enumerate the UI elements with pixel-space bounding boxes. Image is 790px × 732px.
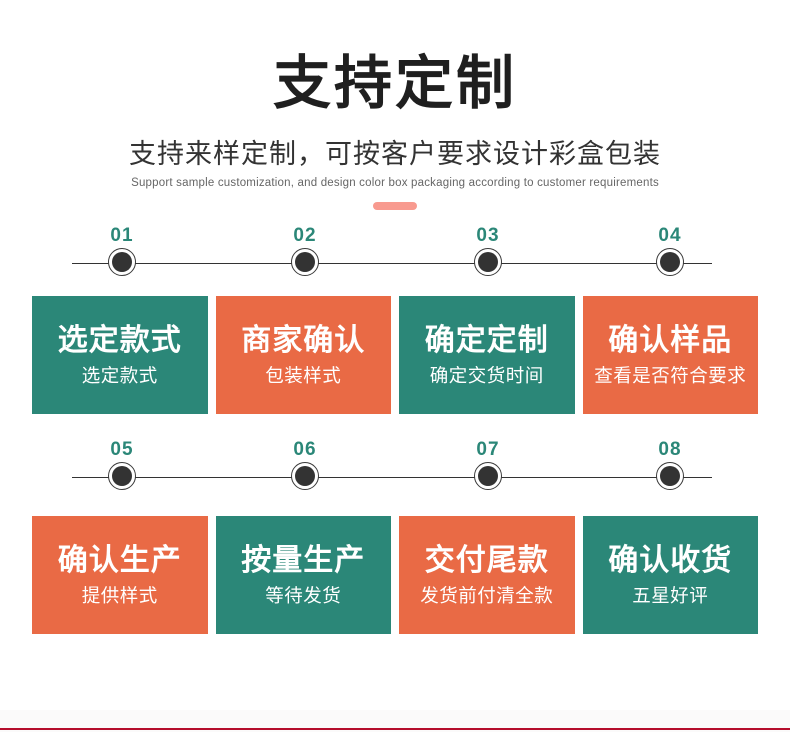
step-dot-inner [112,251,132,272]
card-subtitle: 五星好评 [632,584,709,606]
step-dot-inner [112,465,132,486]
step-dot [474,461,502,490]
step-number: 03 [476,224,500,246]
step-number: 01 [110,224,134,246]
card-title: 确认收货 [608,543,733,577]
card-step-05: 确认生产 提供样式 [32,515,208,634]
step-dot-inner [478,251,498,272]
step-dot-inner [295,465,315,486]
card-step-02: 商家确认 包装样式 [215,295,391,414]
timeline-step-08: 08 [640,438,700,490]
card-title: 确定定制 [424,323,549,357]
timeline-step-02: 02 [275,224,335,276]
step-number: 05 [110,438,134,460]
timeline-step-06: 06 [275,438,335,490]
timeline-line [72,262,712,264]
timeline-row-1: 01 02 03 04 [0,224,790,278]
step-dot [474,247,502,276]
card-row-2: 确认生产 提供样式 按量生产 等待发货 交付尾款 发货前付清全款 确认收货 五星… [0,515,790,634]
card-title: 选定款式 [57,323,182,357]
card-subtitle: 包装样式 [265,364,342,386]
card-step-01: 选定款式 选定款式 [32,295,208,414]
step-dot-inner [660,251,680,272]
timeline-step-07: 07 [458,438,518,490]
timeline-line [72,476,712,478]
card-title: 确认样品 [608,323,733,357]
step-number: 08 [658,438,682,460]
timeline-step-04: 04 [640,224,700,276]
step-dot [291,247,319,276]
divider-bar [373,201,417,210]
card-step-06: 按量生产 等待发货 [215,515,391,634]
card-step-04: 确认样品 查看是否符合要求 [582,295,758,414]
step-number: 02 [293,224,317,246]
step-dot-inner [295,251,315,272]
customization-infographic: 支持定制 支持来样定制，可按客户要求设计彩盒包装 Support sample … [0,52,790,732]
card-step-07: 交付尾款 发货前付清全款 [399,515,575,634]
page-subtitle-english: Support sample customization, and design… [131,176,659,189]
step-number: 07 [476,438,500,460]
bottom-red-line [0,728,790,730]
card-subtitle: 发货前付清全款 [420,584,554,606]
card-step-08: 确认收货 五星好评 [582,515,758,634]
card-step-03: 确定定制 确定交货时间 [399,295,575,414]
card-title: 确认生产 [57,543,182,577]
timeline-step-05: 05 [92,438,152,490]
card-subtitle: 确定交货时间 [429,364,544,386]
step-dot [656,247,684,276]
step-dot [656,461,684,490]
timeline-step-01: 01 [92,224,152,276]
step-dot [291,461,319,490]
step-number: 04 [658,224,682,246]
card-subtitle: 等待发货 [265,584,342,606]
card-title: 商家确认 [241,323,366,357]
bottom-strip [0,710,790,732]
card-title: 按量生产 [241,543,366,577]
card-subtitle: 提供样式 [81,584,158,606]
step-dot [108,247,136,276]
step-number: 06 [293,438,317,460]
timeline-row-2: 05 06 07 08 [0,438,790,492]
card-subtitle: 查看是否符合要求 [594,364,747,386]
header: 支持定制 支持来样定制，可按客户要求设计彩盒包装 Support sample … [0,52,790,210]
card-title: 交付尾款 [424,543,549,577]
step-dot [108,461,136,490]
timeline-step-03: 03 [458,224,518,276]
card-subtitle: 选定款式 [81,364,158,386]
page-subtitle: 支持来样定制，可按客户要求设计彩盒包装 [129,138,661,169]
card-row-1: 选定款式 选定款式 商家确认 包装样式 确定定制 确定交货时间 确认样品 查看是… [0,295,790,414]
step-dot-inner [478,465,498,486]
page-title: 支持定制 [272,51,517,116]
step-dot-inner [660,465,680,486]
